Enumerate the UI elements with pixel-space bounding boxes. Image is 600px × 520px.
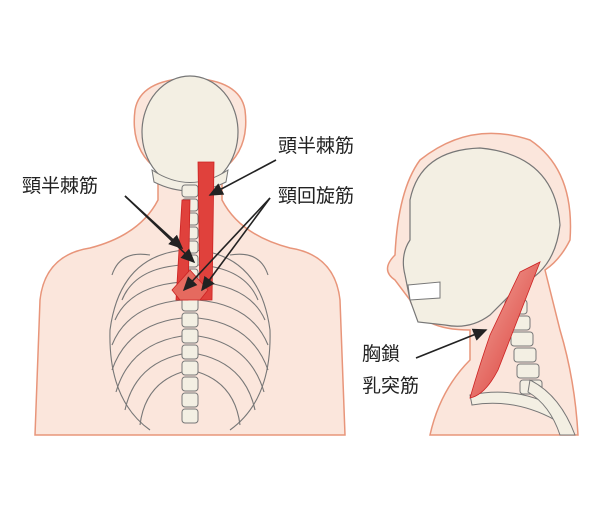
label-sternocleidomastoid-line2: 乳突筋 — [362, 375, 420, 397]
side-view-figure — [386, 132, 579, 436]
label-semispinalis-cervicis: 頸半棘筋 — [22, 175, 99, 197]
pointer-arrows — [124, 159, 488, 359]
label-semispinalis-capitis: 頭半棘筋 — [278, 135, 355, 157]
label-rotatores-cervicis: 頸回旋筋 — [278, 185, 355, 207]
back-view-figure — [34, 75, 346, 436]
label-sternocleidomastoid-line1: 胸鎖 — [362, 343, 401, 365]
sternocleidomastoid-muscle — [469, 261, 541, 399]
